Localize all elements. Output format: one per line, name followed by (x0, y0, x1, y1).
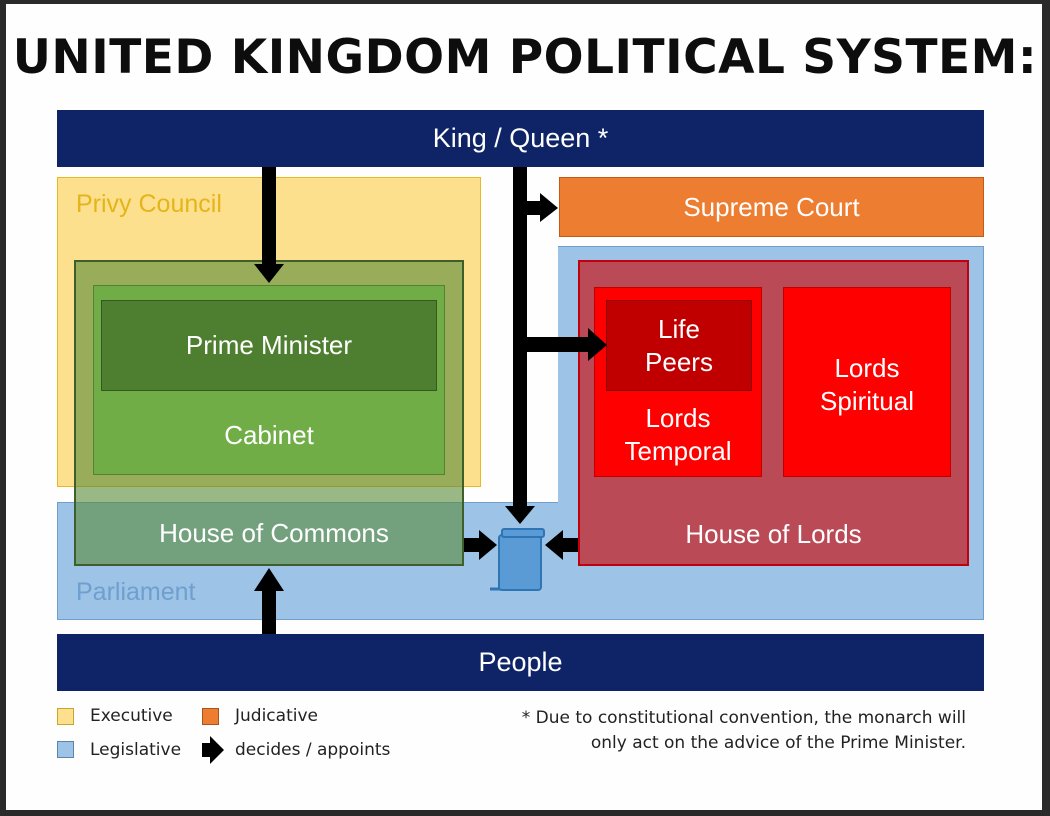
lords-spiritual-line-1: Lords (834, 353, 900, 383)
lords-temporal-line-1: Lords (645, 403, 711, 433)
legend-executive: Executive (90, 706, 173, 726)
lords-spiritual-line-2: Spiritual (820, 386, 914, 416)
prime-minister-label: Prime Minister (185, 330, 353, 360)
monarch-band: King / Queen * (57, 110, 984, 167)
legend-swatch-judicative (202, 708, 219, 725)
lords-spiritual-box: Lords Spiritual (783, 287, 951, 477)
house-of-commons-label: House of Commons (159, 517, 389, 548)
supreme-court-label: Supreme Court (683, 191, 860, 222)
footnote: * Due to constitutional convention, the … (520, 706, 966, 756)
life-peers-line-2: Peers (645, 346, 713, 377)
arrow-monarch-to-supreme-court (527, 193, 558, 222)
prime-minister-box: Prime Minister (101, 300, 437, 391)
life-peers-line-1: Life (658, 313, 700, 344)
supreme-court-box: Supreme Court (559, 177, 984, 237)
footnote-line-2: only act on the advice of the Prime Mini… (590, 733, 966, 753)
arrow-commons-to-parliament (464, 530, 497, 560)
privy-council-label: Privy Council (76, 190, 222, 218)
legend-arrow-icon (202, 736, 224, 764)
cabinet-label: Cabinet (224, 419, 314, 450)
legend-judicative: Judicative (235, 706, 318, 726)
lords-temporal-label: Lords Temporal (594, 402, 762, 468)
arrow-monarch-to-life-peers (527, 328, 607, 361)
page-title: UNITED KINGDOM POLITICAL SYSTEM: (12, 30, 1038, 85)
legend-legislative: Legislative (90, 740, 182, 760)
legend-decides: decides / appoints (235, 740, 391, 760)
house-of-lords-label: House of Lords (685, 518, 862, 549)
arrow-monarch-to-parliament (505, 167, 535, 524)
parliament-bin-icon (490, 528, 545, 591)
monarch-label: King / Queen * (432, 123, 609, 153)
legend-swatch-executive (57, 708, 74, 725)
lords-temporal-line-2: Temporal (624, 436, 732, 466)
people-label: People (478, 647, 563, 677)
people-band: People (57, 634, 984, 691)
parliament-label: Parliament (76, 578, 196, 606)
footnote-line-1: * Due to constitutional convention, the … (521, 708, 966, 728)
legend-swatch-legislative (57, 741, 74, 758)
arrow-monarch-to-government (254, 167, 284, 283)
life-peers-box: Life Peers (606, 300, 752, 391)
arrow-lords-to-parliament (545, 530, 578, 560)
arrow-people-to-commons (254, 568, 284, 634)
